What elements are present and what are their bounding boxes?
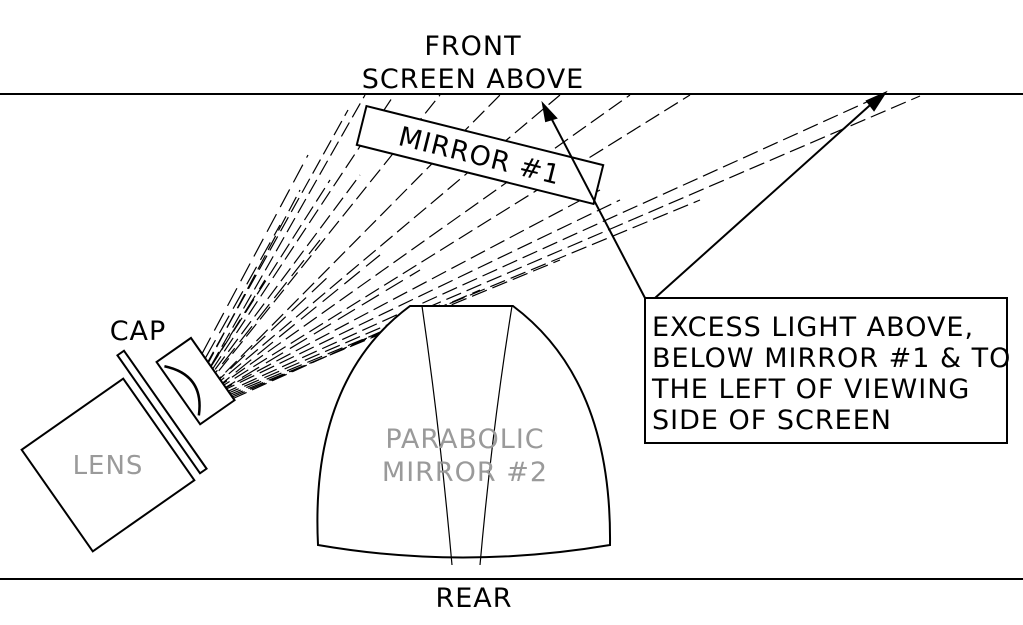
note-line-4: SIDE OF SCREEN xyxy=(652,405,892,436)
excess-light-note: EXCESS LIGHT ABOVE, BELOW MIRROR #1 & TO… xyxy=(644,297,1011,444)
cap-label: CAP xyxy=(110,316,167,347)
cap xyxy=(155,336,236,426)
screen-above-label: SCREEN ABOVE xyxy=(362,64,584,95)
pointer-arrows xyxy=(541,90,888,299)
lens-assembly: LENS CAP xyxy=(20,316,236,553)
mirror-2-label: MIRROR #2 xyxy=(382,457,548,488)
rear-label: REAR xyxy=(435,583,512,614)
parabolic-mirror-2: PARABOLIC MIRROR #2 xyxy=(316,305,612,566)
light-rays xyxy=(194,94,921,400)
mirror-1: MIRROR #1 xyxy=(355,104,605,206)
front-label: FRONT xyxy=(424,31,521,62)
note-line-3: THE LEFT OF VIEWING xyxy=(651,374,970,405)
parabolic-label: PARABOLIC xyxy=(385,424,544,455)
light-rays-secondary xyxy=(187,154,421,393)
note-line-2: BELOW MIRROR #1 & TO xyxy=(652,343,1011,374)
lens-label: LENS xyxy=(73,451,144,481)
note-line-1: EXCESS LIGHT ABOVE, xyxy=(652,312,974,343)
mirror-1-label: MIRROR #1 xyxy=(395,121,564,191)
